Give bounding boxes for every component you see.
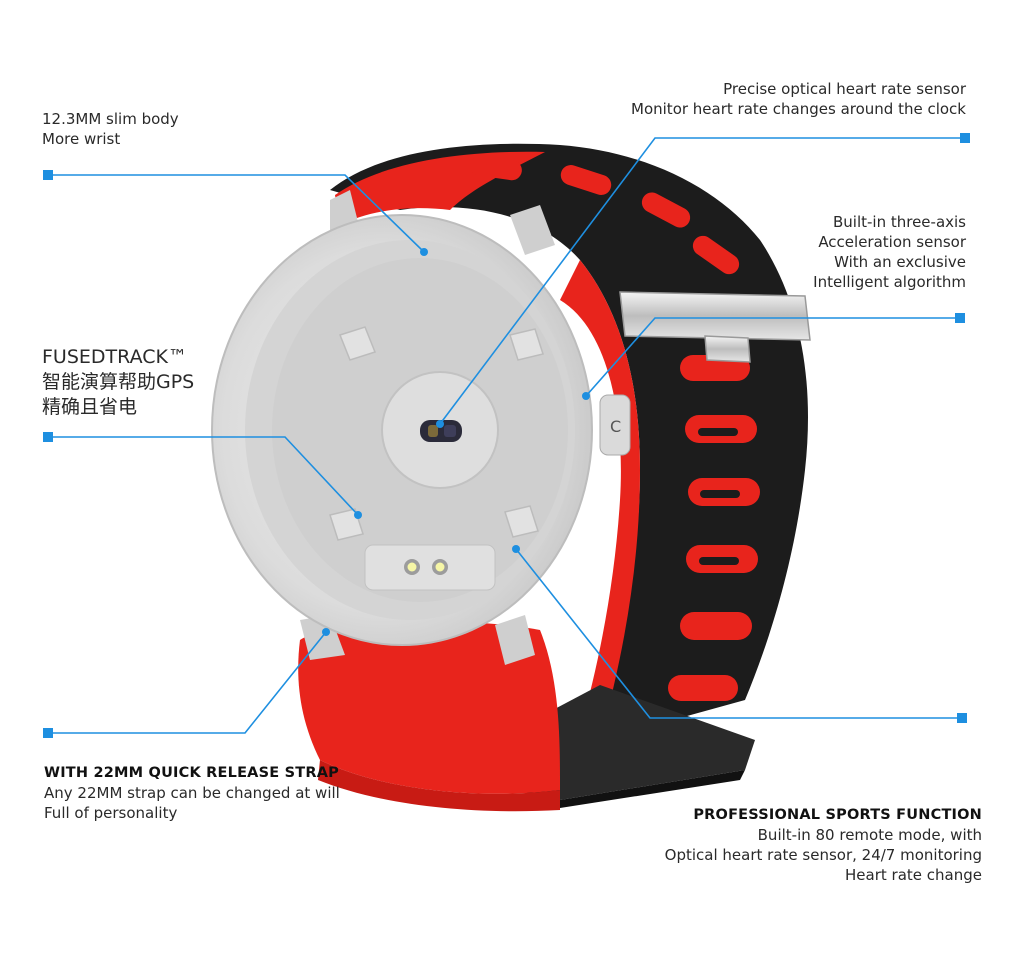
callout-accel-sensor: Built-in three-axis Acceleration sensor … <box>813 212 966 292</box>
sports-line2: Optical heart rate sensor, 24/7 monitori… <box>664 846 982 864</box>
accel-sensor-line1: Built-in three-axis <box>832 213 966 231</box>
fusedtrack-line1: FUSEDTRACK™ <box>42 346 187 368</box>
leader-endpoints <box>43 133 970 738</box>
strap-buckle <box>619 291 811 363</box>
watch-case: C <box>211 190 631 665</box>
callout-sports: PROFESSIONAL SPORTS FUNCTION Built-in 80… <box>665 805 982 885</box>
callout-heart-sensor: Precise optical heart rate sensor Monito… <box>631 79 966 119</box>
sports-line3: Heart rate change <box>845 866 982 884</box>
accel-sensor-line4: Intelligent algorithm <box>813 273 966 291</box>
slim-body-line2: More wrist <box>42 130 121 148</box>
accel-sensor-line3: With an exclusive <box>834 253 966 271</box>
accel-sensor-line2: Acceleration sensor <box>818 233 966 251</box>
callout-strap: WITH 22MM QUICK RELEASE STRAP Any 22MM s… <box>44 763 340 823</box>
strap-title: WITH 22MM QUICK RELEASE STRAP <box>44 765 339 781</box>
fusedtrack-line2: 智能演算帮助GPS <box>42 371 195 393</box>
strap-line1: Any 22MM strap can be changed at will <box>44 784 340 802</box>
callout-fusedtrack: FUSEDTRACK™ 智能演算帮助GPS 精确且省电 <box>42 345 194 420</box>
sports-line1: Built-in 80 remote mode, with <box>757 826 982 844</box>
slim-body-line1: 12.3MM slim body <box>42 110 179 128</box>
svg-text:C: C <box>610 417 621 436</box>
heart-sensor-line2: Monitor heart rate changes around the cl… <box>631 100 966 118</box>
sports-title: PROFESSIONAL SPORTS FUNCTION <box>693 807 982 823</box>
callout-slim-body: 12.3MM slim body More wrist <box>42 109 179 149</box>
heart-sensor-line1: Precise optical heart rate sensor <box>723 80 966 98</box>
strap-line2: Full of personality <box>44 804 178 822</box>
fusedtrack-line3: 精确且省电 <box>42 396 138 418</box>
leader-lines <box>48 137 965 734</box>
